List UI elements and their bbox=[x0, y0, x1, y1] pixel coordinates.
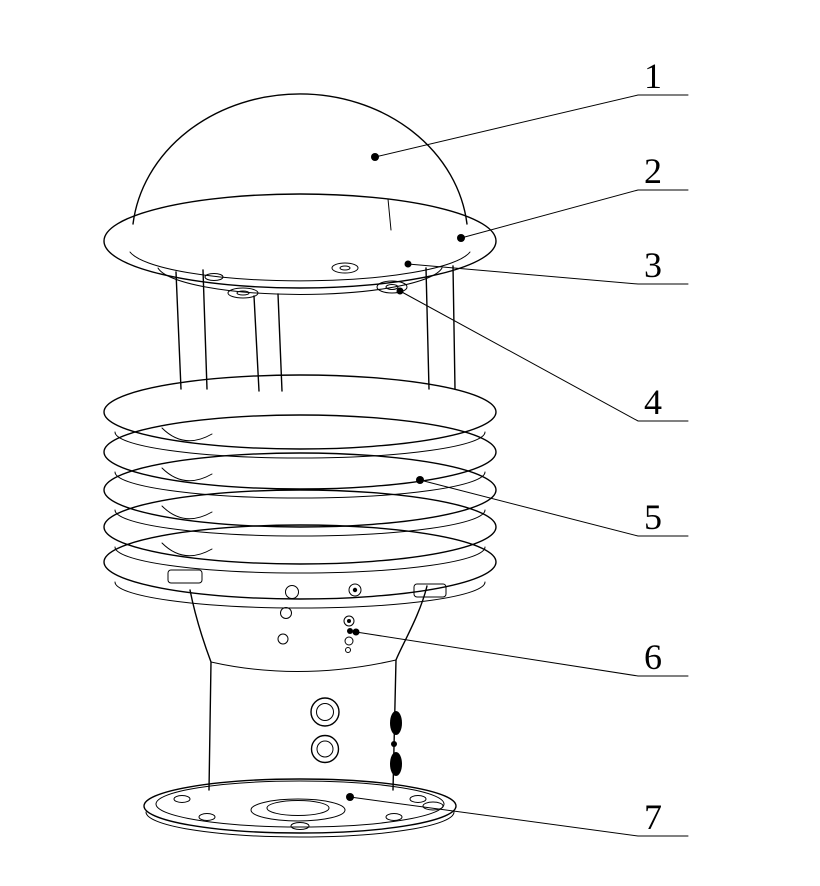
callout-label-3: 3 bbox=[644, 245, 662, 285]
base-inner-rim bbox=[155, 780, 445, 828]
callout-label-6: 6 bbox=[644, 637, 662, 677]
callout-label-1: 1 bbox=[644, 56, 662, 96]
body-hole-1 bbox=[285, 585, 299, 599]
louver-rim-2 bbox=[114, 471, 486, 499]
side-connector-upper bbox=[390, 711, 402, 735]
leader-line-5 bbox=[419, 479, 689, 537]
louver-rim-3 bbox=[114, 509, 486, 537]
plate-underside bbox=[157, 267, 443, 295]
base-flange-notch bbox=[422, 801, 444, 811]
base-hole-3 bbox=[409, 795, 427, 803]
ring-outer bbox=[103, 193, 497, 289]
dome-seam bbox=[387, 198, 392, 231]
bolt-lower-outer bbox=[310, 734, 340, 764]
mounting-ring bbox=[103, 193, 497, 289]
callouts: 1 2 3 4 5 6 7 bbox=[346, 56, 689, 837]
side-connector-dot bbox=[391, 741, 397, 747]
louver-notch-1 bbox=[161, 427, 213, 442]
body-button-3 bbox=[344, 636, 354, 646]
louver-plate-4 bbox=[103, 489, 497, 565]
sensor-plate bbox=[157, 262, 443, 299]
louver-plate-1 bbox=[103, 374, 497, 450]
post-left bbox=[175, 269, 208, 390]
sensor-port-c bbox=[227, 287, 259, 299]
body-button-1-pin bbox=[347, 619, 351, 623]
body-button-4 bbox=[345, 647, 351, 653]
base-hole-2 bbox=[198, 813, 216, 821]
body-outline-left bbox=[189, 589, 212, 791]
body-button-2 bbox=[347, 628, 353, 634]
post-right bbox=[425, 265, 456, 390]
louver-rim-1 bbox=[114, 431, 486, 459]
base-hole-1 bbox=[173, 795, 191, 803]
sensor-port-d bbox=[204, 273, 224, 281]
callout-label-7: 7 bbox=[644, 797, 662, 837]
sensor-port-c-inner bbox=[236, 290, 250, 296]
louver-plate-2 bbox=[103, 414, 497, 490]
louver-stack bbox=[103, 374, 497, 609]
leader-line-7 bbox=[349, 796, 689, 837]
base-thickness bbox=[145, 811, 455, 838]
leader-dot-2 bbox=[457, 234, 465, 242]
louver-notch-4 bbox=[161, 542, 213, 557]
base-outer bbox=[143, 778, 457, 834]
shield-tab-right bbox=[413, 583, 447, 598]
louver-plate-5 bbox=[103, 524, 497, 600]
bolt-upper-inner bbox=[316, 703, 334, 721]
louver-notch-2 bbox=[161, 467, 213, 482]
leader-line-3 bbox=[407, 263, 689, 285]
louver-plate-3 bbox=[103, 452, 497, 528]
base-plate bbox=[143, 778, 457, 838]
leader-dot-1 bbox=[371, 153, 379, 161]
base-center-boss bbox=[250, 798, 346, 822]
body-button-1 bbox=[343, 615, 355, 627]
body-hole-3 bbox=[280, 607, 292, 619]
sensor-port-b bbox=[376, 280, 408, 294]
louver-notch-3 bbox=[161, 505, 213, 520]
leader-line-2 bbox=[460, 189, 689, 239]
body-hole-4 bbox=[277, 633, 289, 645]
leader-dot-6 bbox=[352, 628, 360, 636]
callout-label-2: 2 bbox=[644, 151, 662, 191]
sensor-port-a-inner bbox=[339, 265, 351, 271]
leader-dot-4 bbox=[396, 287, 404, 295]
callout-label-4: 4 bbox=[644, 382, 662, 422]
side-connector-lower bbox=[390, 752, 402, 776]
base-hole-4 bbox=[385, 813, 403, 821]
leader-line-4 bbox=[399, 290, 689, 422]
base-hole-5 bbox=[290, 822, 310, 830]
base-center-bore bbox=[266, 800, 330, 816]
body bbox=[189, 583, 428, 791]
callout-label-5: 5 bbox=[644, 497, 662, 537]
dome bbox=[132, 93, 468, 231]
leader-line-1 bbox=[374, 94, 689, 158]
leader-line-6 bbox=[355, 631, 689, 677]
body-seam bbox=[210, 659, 397, 672]
leader-dot-5 bbox=[416, 476, 424, 484]
body-hole-2-pin bbox=[352, 587, 358, 593]
bolt-lower-inner bbox=[316, 740, 334, 758]
shield-tab-left bbox=[167, 569, 203, 584]
support-posts bbox=[175, 265, 456, 392]
dome-outline bbox=[132, 93, 468, 225]
ring-inner-rim bbox=[129, 251, 471, 282]
bolt-upper-outer bbox=[310, 697, 340, 727]
sensor-port-a bbox=[331, 262, 359, 274]
louver-rim-4 bbox=[114, 546, 486, 574]
leader-dot-7 bbox=[346, 793, 354, 801]
louver-rim-5 bbox=[114, 581, 486, 609]
body-hole-2 bbox=[348, 583, 362, 597]
sensor-port-b-inner bbox=[385, 284, 399, 290]
leader-dot-3 bbox=[404, 260, 412, 268]
